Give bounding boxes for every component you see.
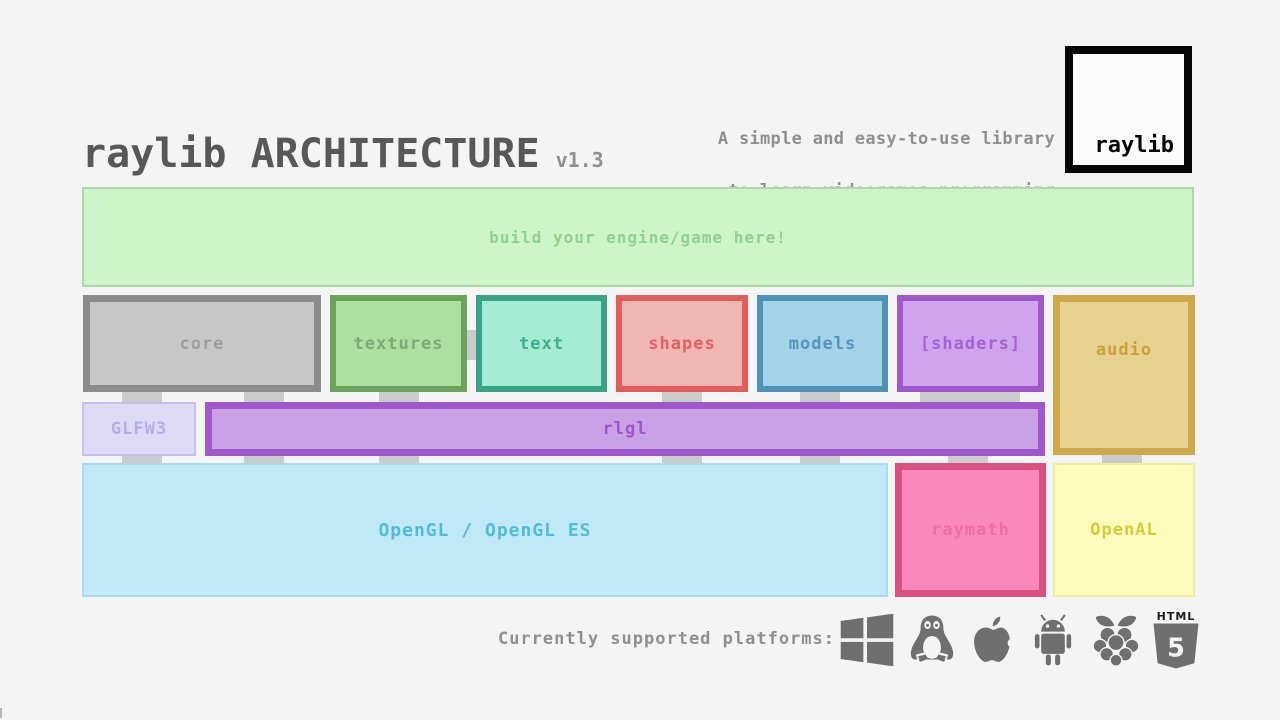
raylib-logo-label: raylib <box>1094 133 1174 158</box>
page-title: raylib ARCHITECTURE <box>82 131 540 177</box>
engine-box: build your engine/game here! <box>82 187 1194 287</box>
box-label-opengl: OpenGL / OpenGL ES <box>378 519 592 541</box>
page-title-row: raylib ARCHITECTURE v1.3 <box>82 131 604 177</box>
module-box-shaders: [shaders] <box>897 295 1044 392</box>
engine-box-label: build your engine/game here! <box>489 227 787 247</box>
module-box-textures: textures <box>330 295 467 392</box>
module-label-shapes: shapes <box>648 333 716 354</box>
svg-text:5: 5 <box>1167 634 1185 664</box>
version-label: v1.3 <box>555 148 604 172</box>
raspberry-pi-icon <box>1089 610 1143 670</box>
box-opengl: OpenGL / OpenGL ES <box>82 463 888 597</box>
module-label-textures: textures <box>353 333 444 354</box>
platforms-label: Currently supported platforms: <box>497 629 835 649</box>
box-label-glfw3: GLFW3 <box>110 419 168 439</box>
tagline-line-1: A simple and easy-to-use library <box>717 129 1055 149</box>
apple-icon <box>967 611 1017 669</box>
box-label-raymath: raymath <box>931 520 1010 540</box>
module-box-audio: audio <box>1053 295 1195 455</box>
html5-icon: HTML 5 <box>1152 611 1200 669</box>
module-box-text: text <box>476 295 607 392</box>
html5-badge-text: HTML <box>1156 610 1196 623</box>
module-label-core: core <box>179 333 225 354</box>
box-label-openal: OpenAL <box>1090 520 1158 540</box>
linux-icon <box>906 610 958 670</box>
module-label-models: models <box>788 333 857 354</box>
module-label-text: text <box>519 333 564 354</box>
connector-textures-text <box>463 330 479 360</box>
box-label-rlgl: rlgl <box>602 419 648 439</box>
box-raymath: raymath <box>895 463 1046 597</box>
module-box-shapes: shapes <box>616 295 748 392</box>
module-box-models: models <box>757 295 888 392</box>
windows-icon <box>837 611 897 669</box>
module-label-audio: audio <box>1095 340 1153 360</box>
raylib-logo: raylib <box>1065 46 1192 173</box>
corner-tick <box>0 708 2 718</box>
box-openal: OpenAL <box>1053 463 1195 597</box>
platform-icons: HTML 5 <box>837 604 1200 676</box>
module-box-core: core <box>83 295 321 392</box>
box-glfw3: GLFW3 <box>82 402 196 456</box>
android-icon <box>1026 610 1080 670</box>
box-rlgl: rlgl <box>205 402 1045 456</box>
module-label-shaders: [shaders] <box>919 333 1022 354</box>
